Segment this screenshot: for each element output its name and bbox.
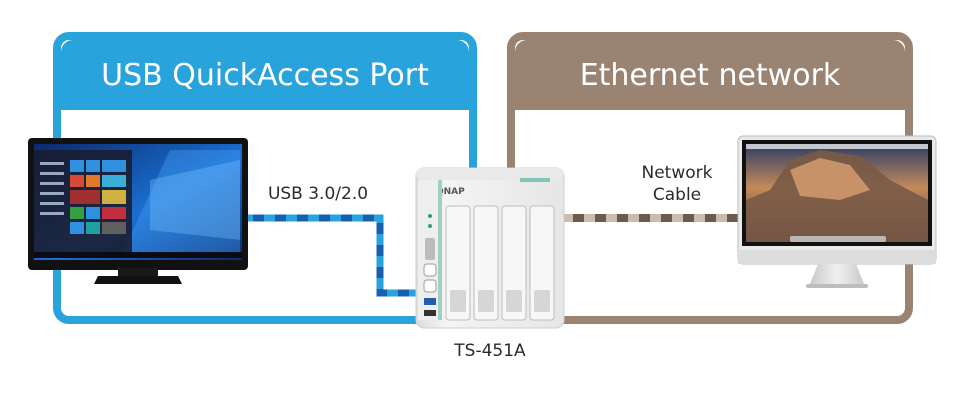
ethernet-panel-title: Ethernet network [515, 40, 905, 110]
nas-brand-logo: QNAP [436, 187, 465, 197]
usb-panel-title: USB QuickAccess Port [61, 40, 469, 110]
network-cable-label-line1: Network [641, 163, 713, 183]
device-model-label: TS-451A [454, 341, 526, 361]
nas-device-icon: QNAP [415, 167, 565, 329]
usb-cable-icon [242, 214, 420, 297]
usb-cable-label: USB 3.0/2.0 [267, 184, 369, 204]
imac-icon [737, 135, 937, 288]
network-cable-label-line2: Cable [652, 185, 702, 205]
windows-pc-monitor-icon [28, 138, 248, 284]
